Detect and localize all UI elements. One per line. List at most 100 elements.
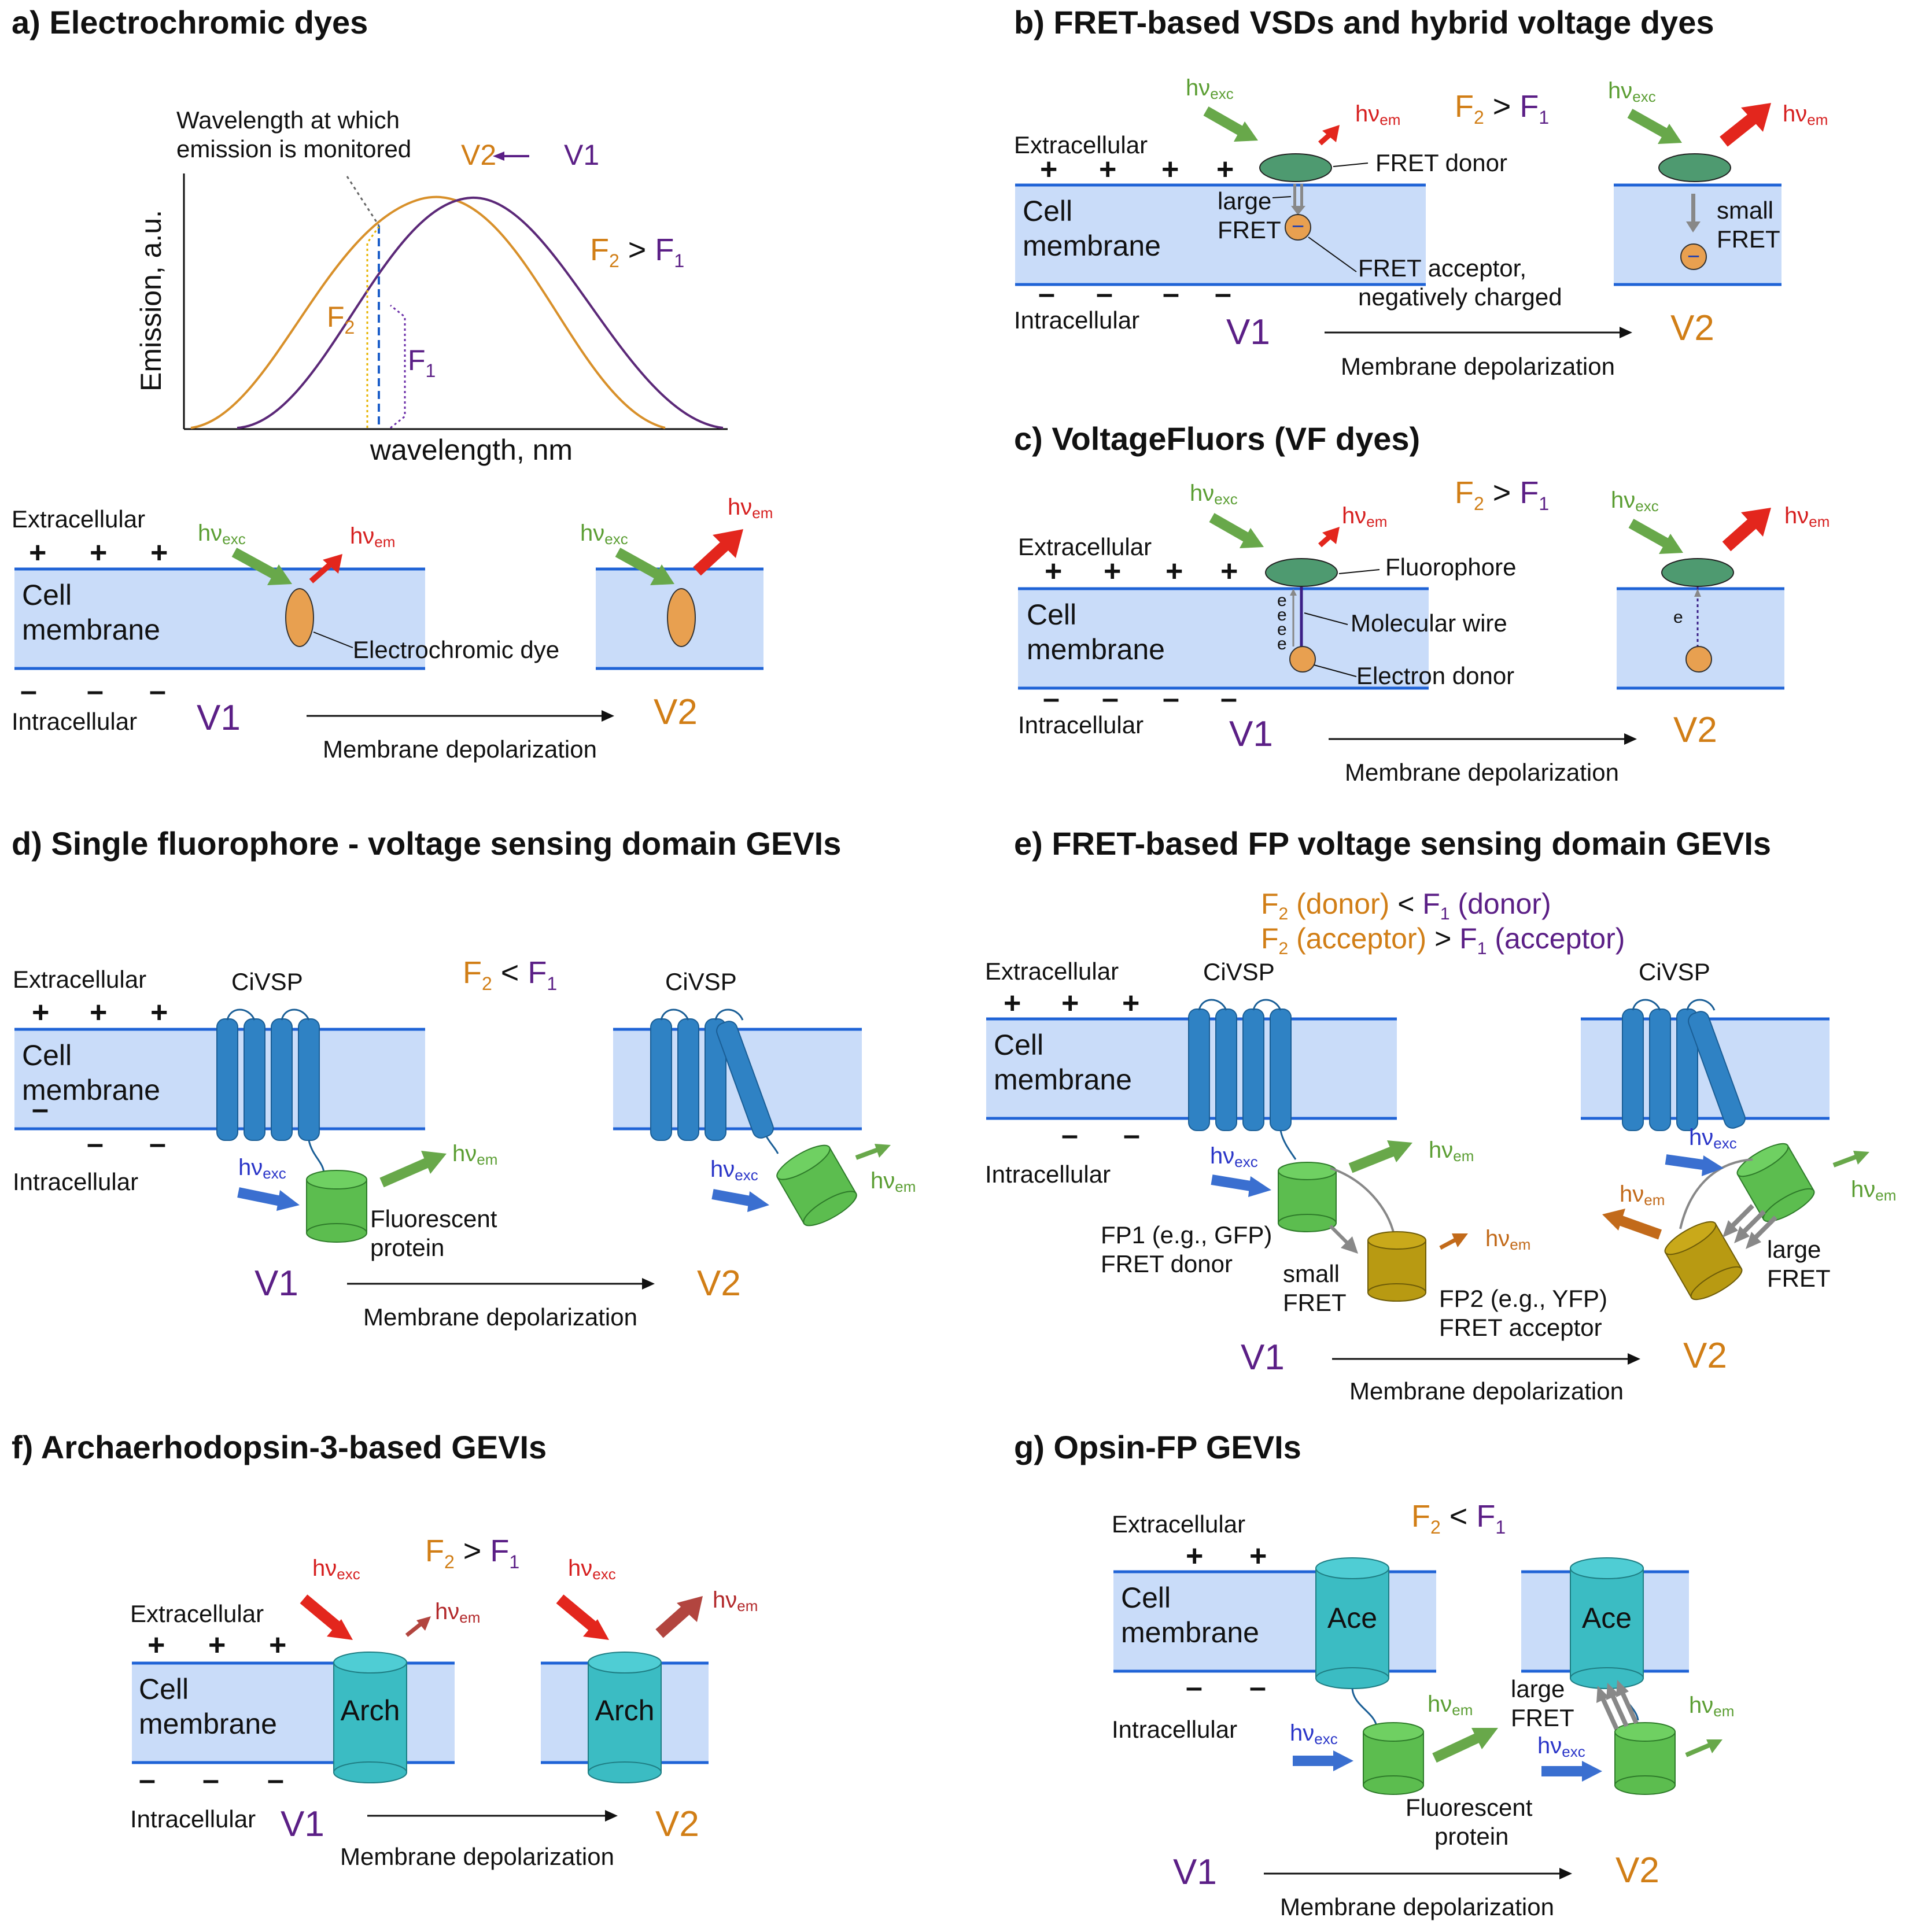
extracellular-label: Extracellular xyxy=(13,966,146,993)
hv-em-label-v2: hνem xyxy=(1689,1693,1734,1720)
fluorophore xyxy=(1265,558,1338,587)
excitation-arrow-v2 xyxy=(1665,1154,1724,1176)
v2-state: V2 xyxy=(697,1264,741,1303)
plus-sign: + xyxy=(1099,153,1116,186)
panel-g-title: g) Opsin-FP GEVIs xyxy=(1014,1429,1301,1465)
depolarization-label: Membrane depolarization xyxy=(1349,1377,1624,1405)
plus-sign: + xyxy=(1040,153,1057,186)
membrane-label: membrane xyxy=(1023,230,1161,262)
linker xyxy=(1279,1130,1297,1160)
fp-label-2: protein xyxy=(1434,1823,1508,1850)
extracellular-label: Extracellular xyxy=(1018,533,1152,560)
depolarization-arrowhead xyxy=(605,1810,618,1822)
acceptor-label-1: FRET acceptor, xyxy=(1358,254,1526,282)
civsp-label: CiVSP xyxy=(231,968,303,995)
plus-sign: + xyxy=(1004,987,1021,1020)
minus-sign: – xyxy=(1163,682,1179,715)
minus-sign: – xyxy=(267,1763,284,1797)
panel-d: d) Single fluorophore - voltage sensing … xyxy=(12,825,916,1331)
large-label: large xyxy=(1511,1675,1565,1702)
minus-sign: – xyxy=(1249,1671,1266,1704)
dye-pointer xyxy=(313,631,353,648)
y-axis-label: Emission, a.u. xyxy=(135,210,167,391)
electron-donor xyxy=(1289,646,1316,673)
ineq-a: F2 > F1 xyxy=(590,232,684,271)
minus-sign: – xyxy=(87,1127,104,1161)
fret-arrows-large xyxy=(1722,1204,1777,1249)
panel-g: g) Opsin-FP GEVIs F2 < F1 Extracellular … xyxy=(1014,1429,1734,1920)
depolarization-label: Membrane depolarization xyxy=(340,1843,614,1870)
depolarization-arrowhead xyxy=(1624,733,1637,745)
fret-label: FRET xyxy=(1283,1289,1347,1316)
fret-arrowhead-v2 xyxy=(1686,221,1701,232)
excitation-arrow xyxy=(1293,1750,1353,1771)
panel-e-title: e) FRET-based FP voltage sensing domain … xyxy=(1014,825,1771,862)
emission-arrow-v2 xyxy=(1720,103,1771,147)
hv-exc-label: hνexc xyxy=(1190,481,1238,508)
wire-pointer xyxy=(1304,612,1348,625)
membrane-label: membrane xyxy=(139,1708,277,1740)
minus-sign: – xyxy=(1096,277,1113,311)
fret-arrow xyxy=(1300,184,1303,206)
civsp-label-v2: CiVSP xyxy=(1639,958,1710,985)
emission-arrow-v2 xyxy=(1832,1151,1869,1168)
loop xyxy=(660,1009,744,1021)
plus-sign: + xyxy=(1045,555,1062,588)
hv-em-label-v2: hνem xyxy=(871,1168,916,1195)
hv-exc-label-v2: hνexc xyxy=(1689,1125,1737,1152)
annotation-line2: emission is monitored xyxy=(176,135,411,162)
minus-sign: – xyxy=(20,674,37,708)
panel-c-title: c) VoltageFluors (VF dyes) xyxy=(1014,420,1420,457)
cell-label: Cell xyxy=(1121,1582,1171,1614)
negative-charge: − xyxy=(1292,215,1304,239)
plus-sign: + xyxy=(1216,153,1234,186)
hv-exc-label-v2: hνexc xyxy=(710,1157,758,1184)
cell-membrane xyxy=(1015,185,1426,285)
plus-sign: + xyxy=(1061,987,1079,1020)
minus-sign: – xyxy=(149,1127,166,1161)
excitation-arrow-v2 xyxy=(1627,109,1682,144)
negative-charge: − xyxy=(1687,245,1700,269)
plus-sign: + xyxy=(1165,555,1183,588)
emission-arrow xyxy=(1432,1728,1498,1763)
plus-sign: + xyxy=(147,1628,165,1662)
minus-sign: – xyxy=(1186,1671,1203,1704)
emission-arrow-v2 xyxy=(655,1596,703,1638)
large-pointer xyxy=(1272,196,1292,198)
emission-arrow xyxy=(405,1616,431,1637)
excitation-arrow-v2 xyxy=(615,548,674,585)
electron-label: e xyxy=(1277,605,1287,625)
v2-state: V2 xyxy=(1683,1336,1727,1376)
depolarization-arrowhead xyxy=(1559,1868,1572,1879)
excitation-arrow-v2 xyxy=(711,1189,769,1212)
depolarization-label: Membrane depolarization xyxy=(323,736,597,763)
intracellular-label: Intracellular xyxy=(13,1168,138,1195)
linker xyxy=(1351,1688,1378,1727)
extracellular-label: Extracellular xyxy=(130,1600,264,1627)
fp2-acceptor-v2 xyxy=(1664,1221,1743,1301)
electrochromic-dye-v2 xyxy=(667,588,696,647)
minus-sign: – xyxy=(202,1763,219,1797)
arch-label-v2: Arch xyxy=(595,1694,655,1727)
acceptor-emission-arrow-v2 xyxy=(1602,1209,1662,1240)
intracellular-label: Intracellular xyxy=(1014,306,1139,334)
annotation-line1: Wavelength at which xyxy=(176,106,400,134)
plus-sign: + xyxy=(150,996,168,1029)
v1-state: V1 xyxy=(197,698,241,738)
donor-label: FRET donor xyxy=(1375,149,1507,176)
large-label: large xyxy=(1767,1236,1821,1263)
minus-sign: – xyxy=(1163,277,1179,311)
cell-membrane-v2 xyxy=(1617,589,1784,688)
plus-sign: + xyxy=(32,996,49,1029)
emission-arrow xyxy=(379,1151,447,1188)
electrochromic-dye xyxy=(285,588,314,647)
hv-exc-label: hνexc xyxy=(312,1556,360,1583)
minus-sign: – xyxy=(87,674,104,708)
wire-label: Molecular wire xyxy=(1351,609,1507,637)
fp-linker xyxy=(1330,1167,1395,1235)
edonor-pointer xyxy=(1314,664,1357,677)
electron-flow-arrowhead xyxy=(1694,589,1701,597)
fp-label-1: Fluorescent xyxy=(1406,1794,1533,1821)
hv-em-label: hνem xyxy=(1355,101,1400,128)
